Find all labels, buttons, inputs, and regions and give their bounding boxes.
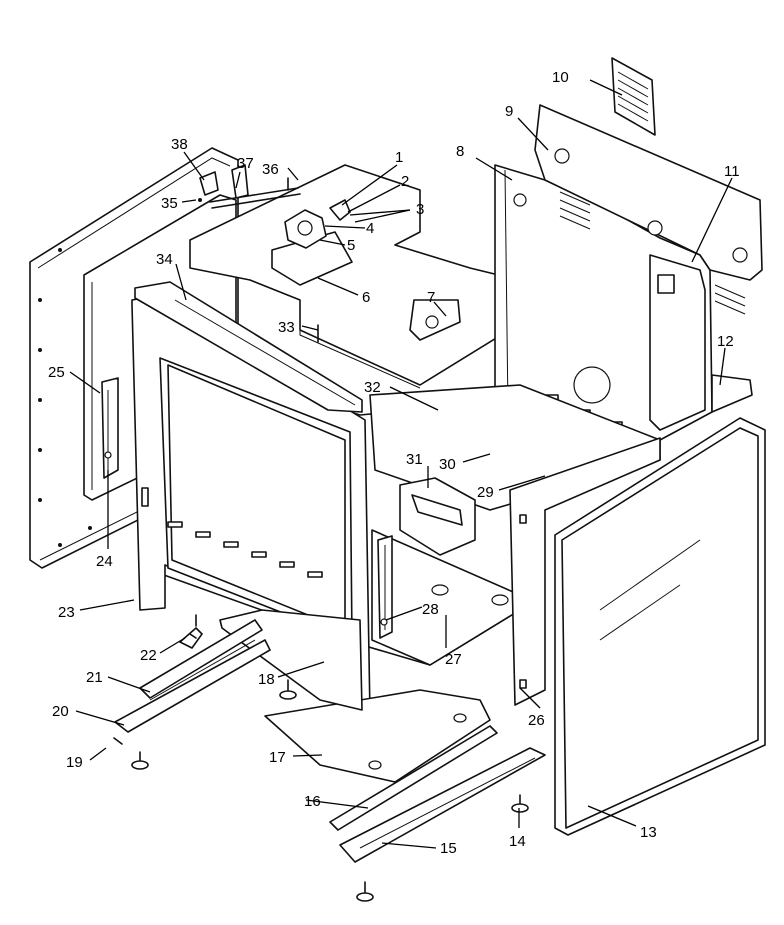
callout-30: 30 <box>439 456 456 473</box>
callout-35: 35 <box>161 195 178 212</box>
callout-19: 19 <box>66 754 83 771</box>
callout-37: 37 <box>237 155 254 172</box>
callout-6: 6 <box>362 289 370 306</box>
callout-16: 16 <box>304 793 321 810</box>
callout-18: 18 <box>258 671 275 688</box>
callout-28: 28 <box>422 601 439 618</box>
callout-8: 8 <box>456 143 464 160</box>
callout-24: 24 <box>96 553 113 570</box>
callout-27: 27 <box>445 651 462 668</box>
callout-25: 25 <box>48 364 65 381</box>
callout-5: 5 <box>347 237 355 254</box>
callout-31: 31 <box>406 451 423 468</box>
callout-14: 14 <box>509 833 526 850</box>
callout-7: 7 <box>427 289 435 306</box>
callout-labels: 1 2 3 4 5 6 7 8 9 10 11 12 13 14 15 16 1… <box>48 69 740 857</box>
back-panel <box>494 164 713 456</box>
left-hinge <box>101 377 119 479</box>
right-side-panel <box>554 417 766 836</box>
callout-22: 22 <box>140 647 157 664</box>
callout-17: 17 <box>269 749 286 766</box>
lower-panel <box>219 609 363 711</box>
callout-33: 33 <box>278 319 295 336</box>
callout-12: 12 <box>717 333 734 350</box>
top-trim-strip <box>134 281 363 413</box>
right-drawer-rail <box>329 725 546 863</box>
callout-1: 1 <box>395 149 403 166</box>
callout-10: 10 <box>552 69 569 86</box>
callout-23: 23 <box>58 604 75 621</box>
right-bracket <box>711 374 753 413</box>
front-frame <box>131 294 371 721</box>
callout-2: 2 <box>401 173 409 190</box>
leveling-feet <box>113 679 529 902</box>
callout-29: 29 <box>477 484 494 501</box>
callout-20: 20 <box>52 703 69 720</box>
callout-38: 38 <box>171 136 188 153</box>
box-housing <box>399 477 476 556</box>
callout-4: 4 <box>366 220 374 237</box>
right-hinge <box>377 535 393 639</box>
bottom-panel <box>264 689 491 783</box>
vent-cover <box>611 57 656 136</box>
top-rod-assembly <box>198 164 301 209</box>
callout-15: 15 <box>440 840 457 857</box>
clip-bracket <box>179 614 203 649</box>
callout-9: 9 <box>505 103 513 120</box>
callout-36: 36 <box>262 161 279 178</box>
callout-21: 21 <box>86 669 103 686</box>
front-brace <box>509 437 661 706</box>
callout-26: 26 <box>528 712 545 729</box>
callout-13: 13 <box>640 824 657 841</box>
left-drawer-rail <box>114 619 271 733</box>
callout-11: 11 <box>724 163 740 180</box>
callout-32: 32 <box>364 379 381 396</box>
callout-34: 34 <box>156 251 173 268</box>
leader-lines <box>69 79 733 849</box>
rear-panel <box>534 104 763 315</box>
callout-3: 3 <box>416 201 424 218</box>
